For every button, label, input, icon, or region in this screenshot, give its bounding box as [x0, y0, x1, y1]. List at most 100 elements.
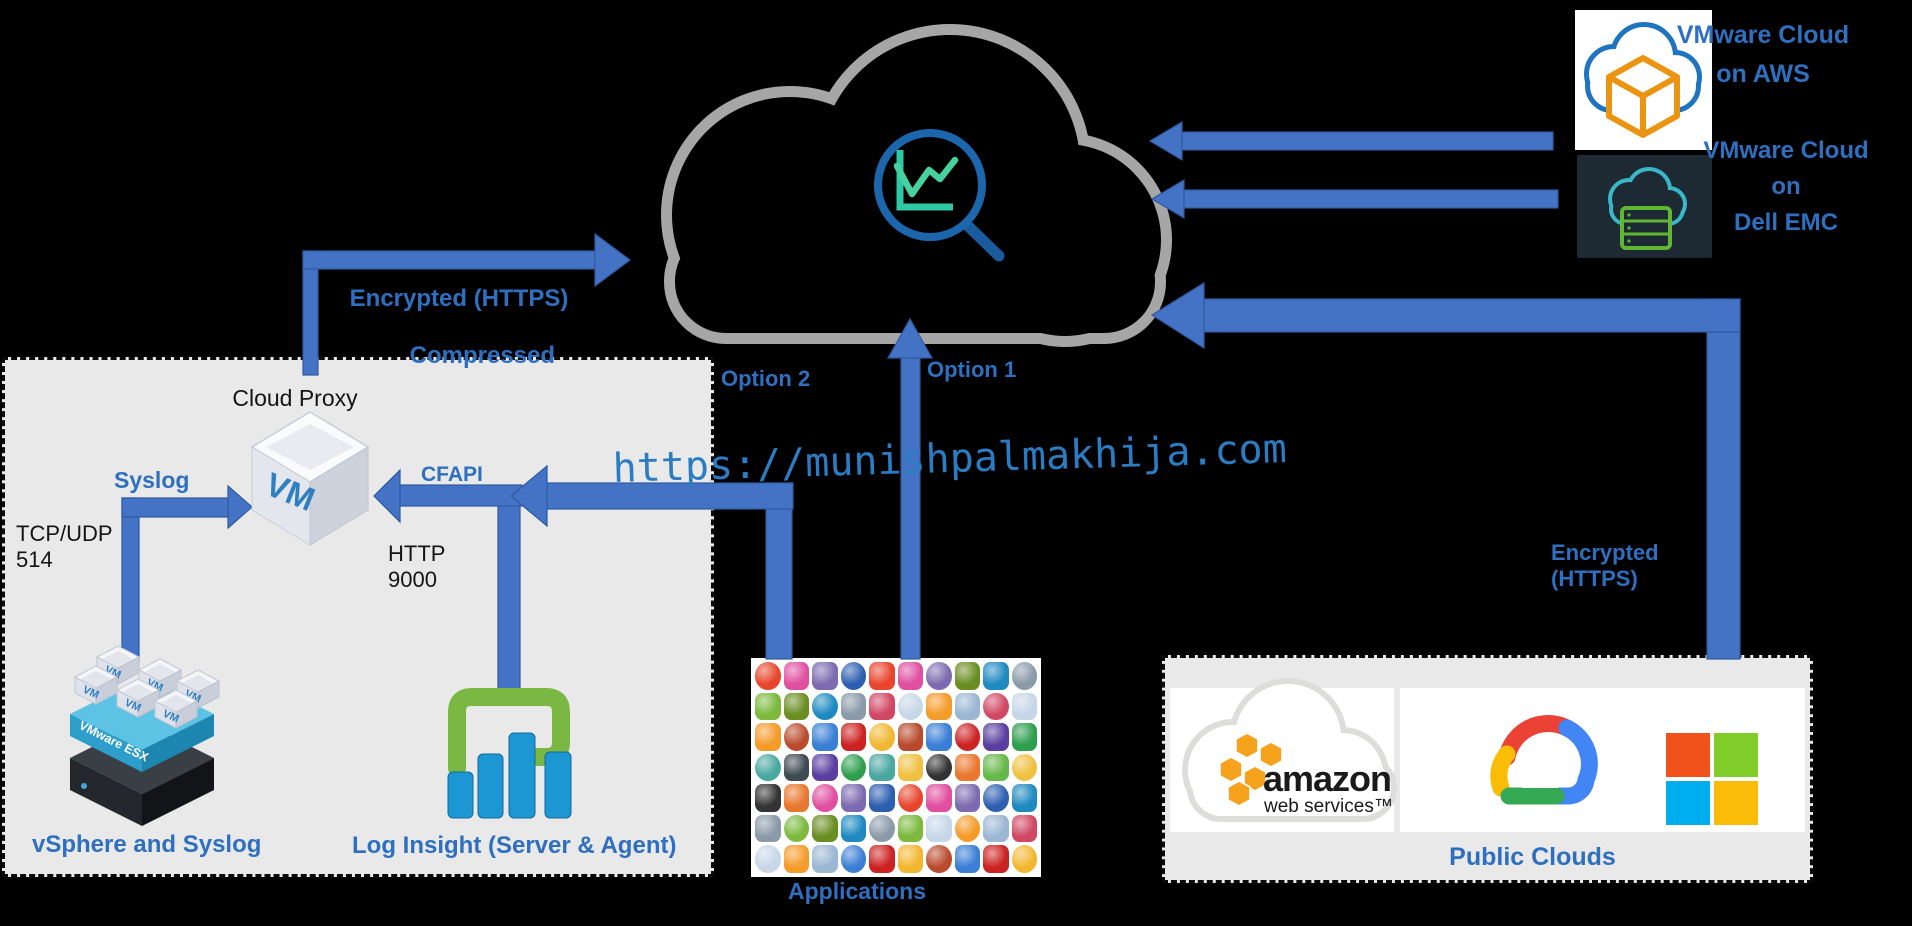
app-icon: [897, 723, 923, 751]
app-icon: [783, 692, 809, 721]
app-icon: [755, 845, 781, 873]
app-icon: [840, 753, 866, 782]
app-icon: [983, 692, 1009, 721]
app-icon: [755, 753, 781, 782]
app-icon: [755, 662, 781, 690]
syslog-label: Syslog: [114, 467, 190, 493]
app-icon: [926, 784, 952, 812]
app-icon: [954, 753, 980, 782]
app-icon: [840, 784, 866, 812]
option2-label: Option 2: [721, 366, 811, 391]
app-icon: [869, 692, 895, 721]
app-icon: [840, 662, 866, 690]
app-icon: [926, 814, 952, 843]
app-icon: [1011, 814, 1037, 843]
app-icon: [755, 692, 781, 721]
arrow-applications-option1: [886, 317, 934, 660]
on-premises-group-box: [2, 357, 714, 877]
app-icon: [954, 814, 980, 843]
vmc-dell-line1: VMware Cloud: [1703, 137, 1869, 164]
app-icon: [1011, 723, 1037, 751]
port-514-line: 514: [16, 546, 53, 572]
port-9000-line: 9000: [388, 566, 437, 592]
cfapi-label: CFAPI: [421, 463, 483, 486]
encrypted-line: Encrypted (HTTPS): [349, 285, 569, 312]
applications-label: Applications: [788, 878, 927, 904]
arrow-vmc-aws-to-cloud: [1148, 120, 1554, 162]
option1-label: Option 1: [927, 357, 1017, 382]
app-icon: [1011, 692, 1037, 721]
app-icon: [983, 845, 1009, 873]
encrypted-compressed-label: Encrypted (HTTPS) Compressed: [330, 285, 588, 370]
vsphere-syslog-label: vSphere and Syslog: [32, 831, 262, 858]
app-icon: [954, 723, 980, 751]
https-line-right: (HTTPS): [1551, 565, 1638, 591]
app-icon: [983, 814, 1009, 843]
app-icon: [897, 662, 923, 690]
app-icon: [783, 784, 809, 812]
encrypted-line-right: Encrypted: [1551, 540, 1659, 565]
app-icon: [897, 845, 923, 873]
app-icon: [897, 784, 923, 812]
app-icon: [783, 845, 809, 873]
public-clouds-label: Public Clouds: [1449, 843, 1616, 871]
app-icon: [869, 784, 895, 812]
vmc-dell-line2: on: [1771, 173, 1801, 200]
app-icon: [1011, 753, 1037, 782]
app-icon: [897, 814, 923, 843]
app-icon: [812, 784, 838, 812]
app-icon: [1011, 662, 1037, 690]
app-icon: [783, 723, 809, 751]
app-icon: [869, 753, 895, 782]
app-icon: [954, 692, 980, 721]
gcp-ms-logo-panel: [1400, 688, 1805, 832]
app-icon: [983, 753, 1009, 782]
cloud-proxy-label: Cloud Proxy: [232, 385, 358, 411]
app-icon: [897, 753, 923, 782]
vmc-aws-label: VMware Cloud on AWS: [1642, 16, 1884, 94]
app-icon: [869, 814, 895, 843]
app-icon: [812, 814, 838, 843]
app-icon: [755, 784, 781, 812]
app-icon: [840, 814, 866, 843]
app-icon: [755, 723, 781, 751]
app-icon: [869, 723, 895, 751]
app-icon: [840, 692, 866, 721]
applications-icon-grid: [751, 658, 1041, 877]
arrow-vmc-dell-to-cloud: [1150, 178, 1559, 220]
vmc-aws-line2: on AWS: [1716, 59, 1810, 88]
app-icon: [1011, 845, 1037, 873]
app-icon: [783, 814, 809, 843]
app-icon: [869, 662, 895, 690]
app-icon: [983, 662, 1009, 690]
app-icon: [783, 662, 809, 690]
app-icon: [1011, 784, 1037, 812]
tcp-udp-line: TCP/UDP: [16, 521, 113, 546]
app-icon: [783, 753, 809, 782]
app-icon: [926, 723, 952, 751]
app-icon: [983, 784, 1009, 812]
app-icon: [840, 723, 866, 751]
encrypted-https-label: Encrypted(HTTPS): [1551, 540, 1659, 592]
log-analysis-magnifier-icon: [874, 129, 1005, 262]
app-icon: [897, 692, 923, 721]
http-line: HTTP: [388, 541, 446, 566]
app-icon: [926, 692, 952, 721]
vmc-dell-line3: Dell EMC: [1733, 209, 1838, 236]
central-cloud-icon: [661, 24, 1172, 347]
app-icon: [812, 723, 838, 751]
app-icon: [869, 845, 895, 873]
app-icon: [954, 662, 980, 690]
app-icon: [926, 753, 952, 782]
log-insight-label: Log Insight (Server & Agent): [352, 832, 677, 859]
app-icon: [926, 845, 952, 873]
vmc-aws-line1: VMware Cloud: [1676, 21, 1850, 49]
app-icon: [926, 662, 952, 690]
app-icon: [812, 845, 838, 873]
app-icon: [954, 784, 980, 812]
app-icon: [812, 662, 838, 690]
aws-logo-panel: [1170, 688, 1394, 832]
